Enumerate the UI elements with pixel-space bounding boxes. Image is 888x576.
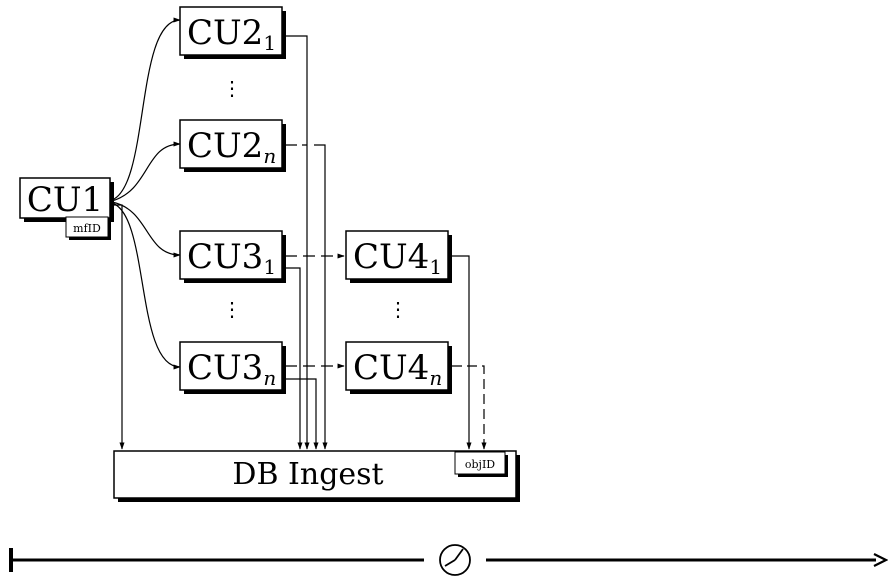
node-cu1-tag: mfID [65,216,111,240]
node-cu2-n-label: CU2 [187,126,263,166]
node-cu4-n: CU4n [345,341,452,394]
node-db-ingest: DB Ingest [113,450,520,502]
node-db-tag-label: objID [465,458,495,471]
svg-text:CU4n: CU4n [353,348,442,390]
ellipsis-cu4: ⋮ [388,297,408,321]
node-db-tag: objID [454,451,508,477]
node-cu4-1-sub: 1 [429,255,442,279]
ellipsis-cu3: ⋮ [222,297,242,321]
node-cu4-n-label: CU4 [353,348,429,388]
edge-cu1-cu2-n [111,141,181,202]
node-cu3-1-label: CU3 [187,237,263,277]
node-cu2-1-sub: 1 [263,31,276,55]
node-cu3-1-sub: 1 [263,255,276,279]
edge-cu2-1-db [285,35,310,450]
node-cu3-n-sub: n [263,366,276,390]
node-cu2-n: CU2n [179,119,286,172]
node-cu3-n: CU3n [179,341,286,394]
edge-cu4-n-db [452,365,487,450]
node-cu1-label: CU1 [27,180,103,220]
svg-text:CU41: CU41 [353,237,442,279]
svg-text:CU3n: CU3n [187,348,276,390]
node-cu2-1: CU21 [179,6,286,59]
node-cu3-n-label: CU3 [187,348,263,388]
node-cu4-1-label: CU4 [353,237,429,277]
edge-cu1-cu3-1 [111,201,181,258]
node-cu1-tag-label: mfID [73,222,101,235]
node-cu1: CU1 [19,177,114,222]
svg-text:CU2n: CU2n [187,126,276,168]
ellipsis-cu2: ⋮ [222,76,242,100]
svg-text:CU21: CU21 [187,13,276,55]
node-db-ingest-label: DB Ingest [232,457,383,492]
edge-cu1-cu2-1 [111,17,181,201]
edge-cu1-cu3-n [111,202,181,370]
clock-icon [439,544,471,576]
node-cu2-1-label: CU2 [187,13,263,53]
svg-text:CU31: CU31 [187,237,276,279]
node-cu2-n-sub: n [263,144,276,168]
edge-cu2-n-db-drop [314,144,328,450]
edge-cu4-1-db [452,255,472,450]
edge-cu3-1-db [285,267,303,450]
node-cu4-1: CU41 [345,230,452,283]
edge-cu3-n-db [285,378,319,450]
node-cu3-1: CU31 [179,230,286,283]
edge-cu1-db [110,204,125,450]
timeline [9,544,888,576]
node-cu4-n-sub: n [429,366,442,390]
timeline-arrow-head [873,553,888,567]
